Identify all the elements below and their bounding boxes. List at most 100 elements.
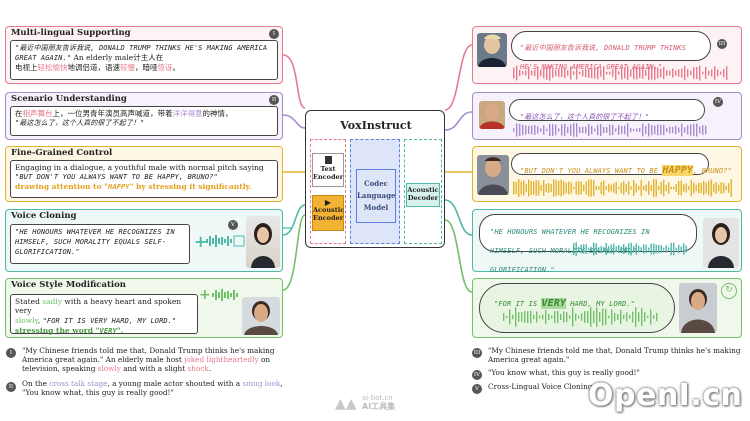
highlight-text: 惊讶 xyxy=(157,62,173,72)
waveform-bar xyxy=(635,243,637,255)
output-bubble: "最这怎么了，这个人真的很了不起了！" xyxy=(509,99,705,121)
waveform-bar xyxy=(670,242,672,256)
highlight-text: sadly xyxy=(42,297,63,306)
prompt-bubble: Stated sadly with a heavy heart and spok… xyxy=(10,294,198,335)
handwritten-text: "FOR IT IS xyxy=(494,300,542,308)
waveform-bar xyxy=(643,185,645,191)
waveform-bar xyxy=(693,67,695,79)
waveform-bar xyxy=(620,309,622,325)
waveform-bar xyxy=(590,179,592,197)
emphasis-text: VERY xyxy=(541,298,566,309)
note-highlight: slowly xyxy=(97,363,121,373)
waveform-bar xyxy=(641,307,643,327)
waveform-bar xyxy=(638,185,640,191)
prompt-text: 地调侣道，语速 xyxy=(67,62,121,72)
waveform-bar xyxy=(610,244,612,254)
handwritten-text: "BUT DON'T YOU ALWAYS WANT TO BE HAPPY, … xyxy=(15,173,218,182)
person-photo-actor xyxy=(479,101,505,129)
waveform-bar xyxy=(534,69,536,77)
waveform-bar xyxy=(582,126,584,134)
note-highlight: shock xyxy=(187,363,209,373)
waveform-bar xyxy=(615,65,617,81)
waveform xyxy=(573,242,687,256)
waveform-bar xyxy=(555,69,557,77)
waveform-bar xyxy=(636,128,638,132)
waveform-bar xyxy=(579,71,581,75)
prompt-text: 在 xyxy=(15,109,23,118)
waveform-bar xyxy=(516,123,518,137)
panel-title: Voice Cloning xyxy=(11,211,77,221)
waveform-bar xyxy=(549,123,551,137)
waveform-bar xyxy=(640,180,642,196)
waveform-bar xyxy=(623,314,625,320)
waveform-bar xyxy=(615,128,617,132)
waveform-bar xyxy=(723,68,725,78)
waveform-bar xyxy=(658,244,660,254)
waveform-bar xyxy=(718,184,720,192)
person-photo-man xyxy=(242,297,280,335)
waveform-bar xyxy=(623,181,625,195)
waveform-bar xyxy=(700,182,702,194)
waveform-bar xyxy=(720,71,722,75)
waveform-bar xyxy=(648,65,650,81)
waveform-bar xyxy=(535,180,537,196)
waveform-bar xyxy=(705,66,707,80)
highlight-text: VERY xyxy=(99,326,117,335)
waveform xyxy=(513,65,728,81)
handwritten-text: HARD, MY LORD." xyxy=(565,300,635,308)
waveform-bar xyxy=(705,125,707,135)
waveform-bar xyxy=(525,70,527,76)
waveform-bar xyxy=(628,181,630,195)
waveform-bar xyxy=(585,68,587,78)
waveform-bar xyxy=(575,181,577,195)
waveform-bar xyxy=(666,128,668,132)
handwritten-text: "BUT DON'T YOU ALWAYS WANT TO BE xyxy=(520,167,663,175)
waveform-bar xyxy=(608,183,610,193)
waveform-bar xyxy=(653,315,655,319)
waveform-bar xyxy=(608,315,610,319)
waveform-icon xyxy=(206,235,245,247)
waveform-bar xyxy=(575,313,577,321)
waveform-bar xyxy=(538,180,540,196)
waveform-bar xyxy=(537,126,539,134)
waveform-bar xyxy=(580,181,582,195)
prompt-text: 的神情， xyxy=(202,109,233,118)
waveform-bar xyxy=(550,184,552,192)
text-encoder: Text Encoder xyxy=(312,153,344,187)
waveform-bar xyxy=(603,66,605,80)
panel-title: Scenario Understanding xyxy=(11,94,127,104)
waveform-bar xyxy=(633,245,635,253)
waveform-bar xyxy=(705,182,707,194)
waveform-bar xyxy=(595,185,597,191)
waveform-bar xyxy=(630,69,632,77)
waveform-bar xyxy=(560,313,562,321)
waveform-bar xyxy=(519,123,521,137)
waveform-bar xyxy=(663,124,665,136)
badge-roman: V xyxy=(472,384,482,394)
waveform-bar xyxy=(575,242,577,256)
waveform-bar xyxy=(690,124,692,136)
waveform-bar xyxy=(525,125,527,135)
waveform-bar xyxy=(627,66,629,80)
prompt-text: , xyxy=(37,315,41,325)
document-icon xyxy=(324,156,332,164)
waveform-bar xyxy=(531,125,533,135)
waveform-bar xyxy=(594,67,596,79)
badge-roman: I xyxy=(6,348,16,358)
waveform-bar xyxy=(695,184,697,192)
connector-pink-left xyxy=(282,54,306,109)
waveform-bar xyxy=(642,123,644,137)
waveform-bar xyxy=(624,125,626,135)
waveform-bar xyxy=(696,66,698,80)
waveform-bar xyxy=(651,66,653,80)
output-panel-3: "BUT DON'T YOU ALWAYS WANT TO BE HAPPY, … xyxy=(472,146,742,202)
waveform-bar xyxy=(711,69,713,77)
waveform-bar xyxy=(600,246,602,252)
note-highlight: joked lightheartedly xyxy=(184,354,259,364)
panel-title: Fine-Grained Control xyxy=(11,148,113,158)
waveform-bar xyxy=(534,124,536,136)
waveform-bar xyxy=(663,66,665,80)
panel-scenario: Scenario Understanding II 在相声舞台上，一位男青年演员… xyxy=(5,92,283,140)
waveform-bar xyxy=(509,309,511,325)
waveform-bar xyxy=(673,242,675,256)
